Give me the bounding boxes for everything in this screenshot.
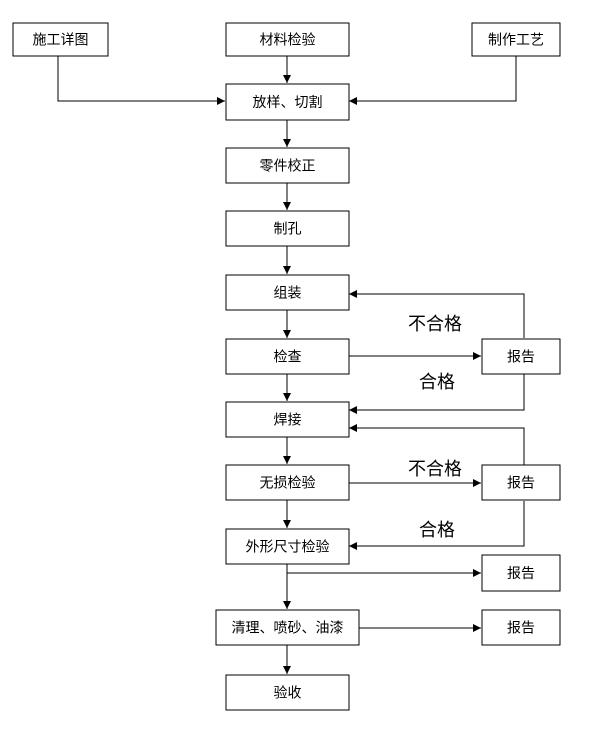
node-label: 材料检验 bbox=[260, 33, 316, 49]
node-assembly: 组装 bbox=[225, 274, 350, 311]
node-welding: 焊接 bbox=[225, 401, 350, 438]
node-report-2: 报告 bbox=[481, 464, 561, 501]
node-detail-drawing: 施工详图 bbox=[12, 22, 109, 57]
edge-report-1-fail-to-assembly bbox=[349, 290, 525, 338]
node-label: 焊接 bbox=[274, 412, 302, 429]
node-label: 报告 bbox=[507, 350, 535, 366]
node-ndt-inspection: 无损检验 bbox=[225, 464, 350, 501]
label-pass-2: 合格 bbox=[419, 520, 455, 541]
label-pass-1: 合格 bbox=[419, 372, 455, 393]
node-label: 施工详图 bbox=[33, 33, 89, 49]
node-label: 报告 bbox=[507, 621, 535, 637]
node-layout-cutting: 放样、切割 bbox=[225, 83, 350, 121]
node-label: 检查 bbox=[274, 350, 302, 366]
node-cleaning-painting: 清理、喷砂、油漆 bbox=[215, 609, 360, 646]
node-report-1: 报告 bbox=[481, 338, 561, 375]
edge-drawing-to-layout bbox=[57, 56, 225, 105]
node-material-inspection: 材料检验 bbox=[225, 22, 350, 57]
node-label: 验收 bbox=[274, 686, 302, 702]
node-label: 制作工艺 bbox=[488, 33, 544, 49]
node-label: 制孔 bbox=[274, 222, 302, 238]
label-fail-2: 不合格 bbox=[408, 459, 462, 480]
label-fail-1: 不合格 bbox=[408, 314, 462, 335]
node-label: 报告 bbox=[507, 566, 535, 582]
node-label: 零件校正 bbox=[260, 158, 316, 175]
edge-process-to-layout bbox=[349, 56, 517, 105]
node-drilling: 制孔 bbox=[225, 210, 350, 247]
node-part-correction: 零件校正 bbox=[225, 147, 350, 184]
edge-report-1-pass-to-welding bbox=[349, 374, 525, 414]
node-dimension-inspection: 外形尺寸检验 bbox=[225, 528, 350, 565]
node-label: 无损检验 bbox=[260, 476, 316, 492]
node-report-4: 报告 bbox=[481, 609, 561, 646]
node-inspection: 检查 bbox=[225, 338, 350, 375]
connectors bbox=[57, 56, 525, 674]
node-acceptance: 验收 bbox=[225, 674, 350, 711]
node-label: 清理、喷砂、油漆 bbox=[232, 621, 344, 637]
node-label: 组装 bbox=[274, 286, 302, 302]
node-report-3: 报告 bbox=[481, 554, 561, 592]
node-label: 外形尺寸检验 bbox=[246, 540, 330, 556]
edge-report-2-pass-to-dimension bbox=[349, 501, 525, 550]
node-fabrication-process: 制作工艺 bbox=[471, 22, 561, 57]
node-label: 放样、切割 bbox=[253, 94, 323, 111]
edge-report-2-fail-to-welding bbox=[349, 424, 525, 465]
node-label: 报告 bbox=[507, 476, 535, 492]
